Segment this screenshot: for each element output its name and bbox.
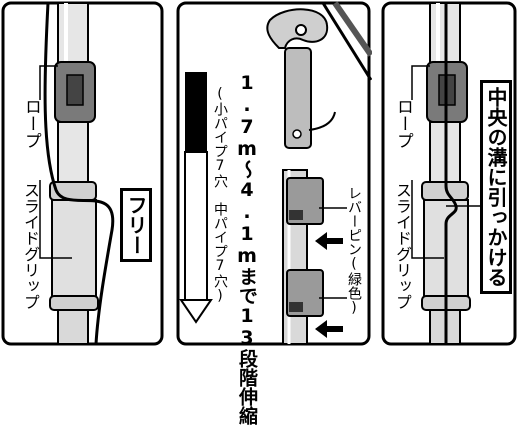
pipe-hole-note: (小パイプ7穴 中パイプ7穴) [212,86,228,304]
range-arrow-white [184,151,208,320]
groove-instruction-label: 中央の溝に引っかける [480,80,512,294]
left-illustration [1,1,164,346]
lever-pin-label: レバーピン(緑色) [346,186,362,316]
slide-grip [51,199,97,299]
range-label: 1.7m～4.1mまで13段階伸縮 [236,72,258,425]
panel-middle: 1.7m～4.1mまで13段階伸縮 (小パイプ7穴 中パイプ7穴) レバーピン(… [175,0,372,425]
range-arrow-black [185,72,207,152]
pruner-body [284,47,312,149]
panel-right: ロープ スライドグリップ 中央の溝に引っかける [380,0,518,347]
lever-arrow-upper [315,232,343,250]
rope-label: ロープ [21,98,41,149]
slide-grip-label: スライドグリップ [393,182,412,310]
rope-label: ロープ [393,98,413,149]
slide-grip-label: スライドグリップ [21,182,40,310]
middle-illustration [176,1,372,346]
panel-left: ロープ スライドグリップ フリー [0,0,165,347]
free-label: フリー [120,188,152,262]
lever-arrow-lower [315,320,343,338]
rope [43,2,115,345]
